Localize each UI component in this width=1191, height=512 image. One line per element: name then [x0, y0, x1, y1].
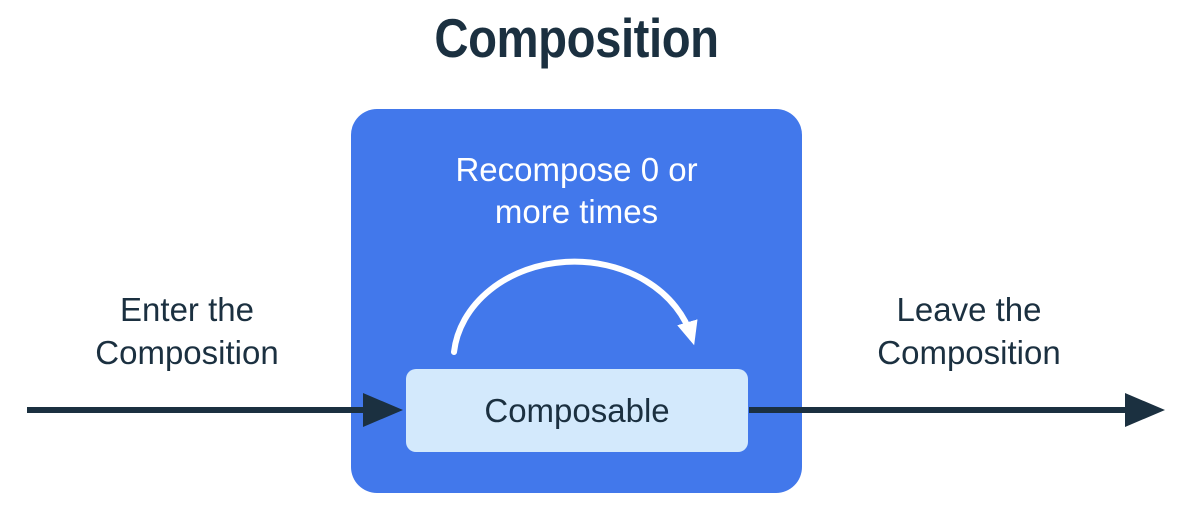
enter-composition-label: Enter the Composition [95, 291, 279, 371]
composable-label: Composable [484, 391, 670, 429]
leave-arrowhead-icon [1125, 393, 1165, 427]
enter-arrow-icon [27, 393, 403, 427]
leave-composition-label: Leave the Composition [877, 291, 1061, 371]
diagram-title: Composition [434, 7, 719, 69]
leave-arrow-icon [749, 393, 1165, 427]
composable-box: Composable [406, 369, 748, 452]
recompose-label: Recompose 0 or more times [455, 151, 698, 230]
